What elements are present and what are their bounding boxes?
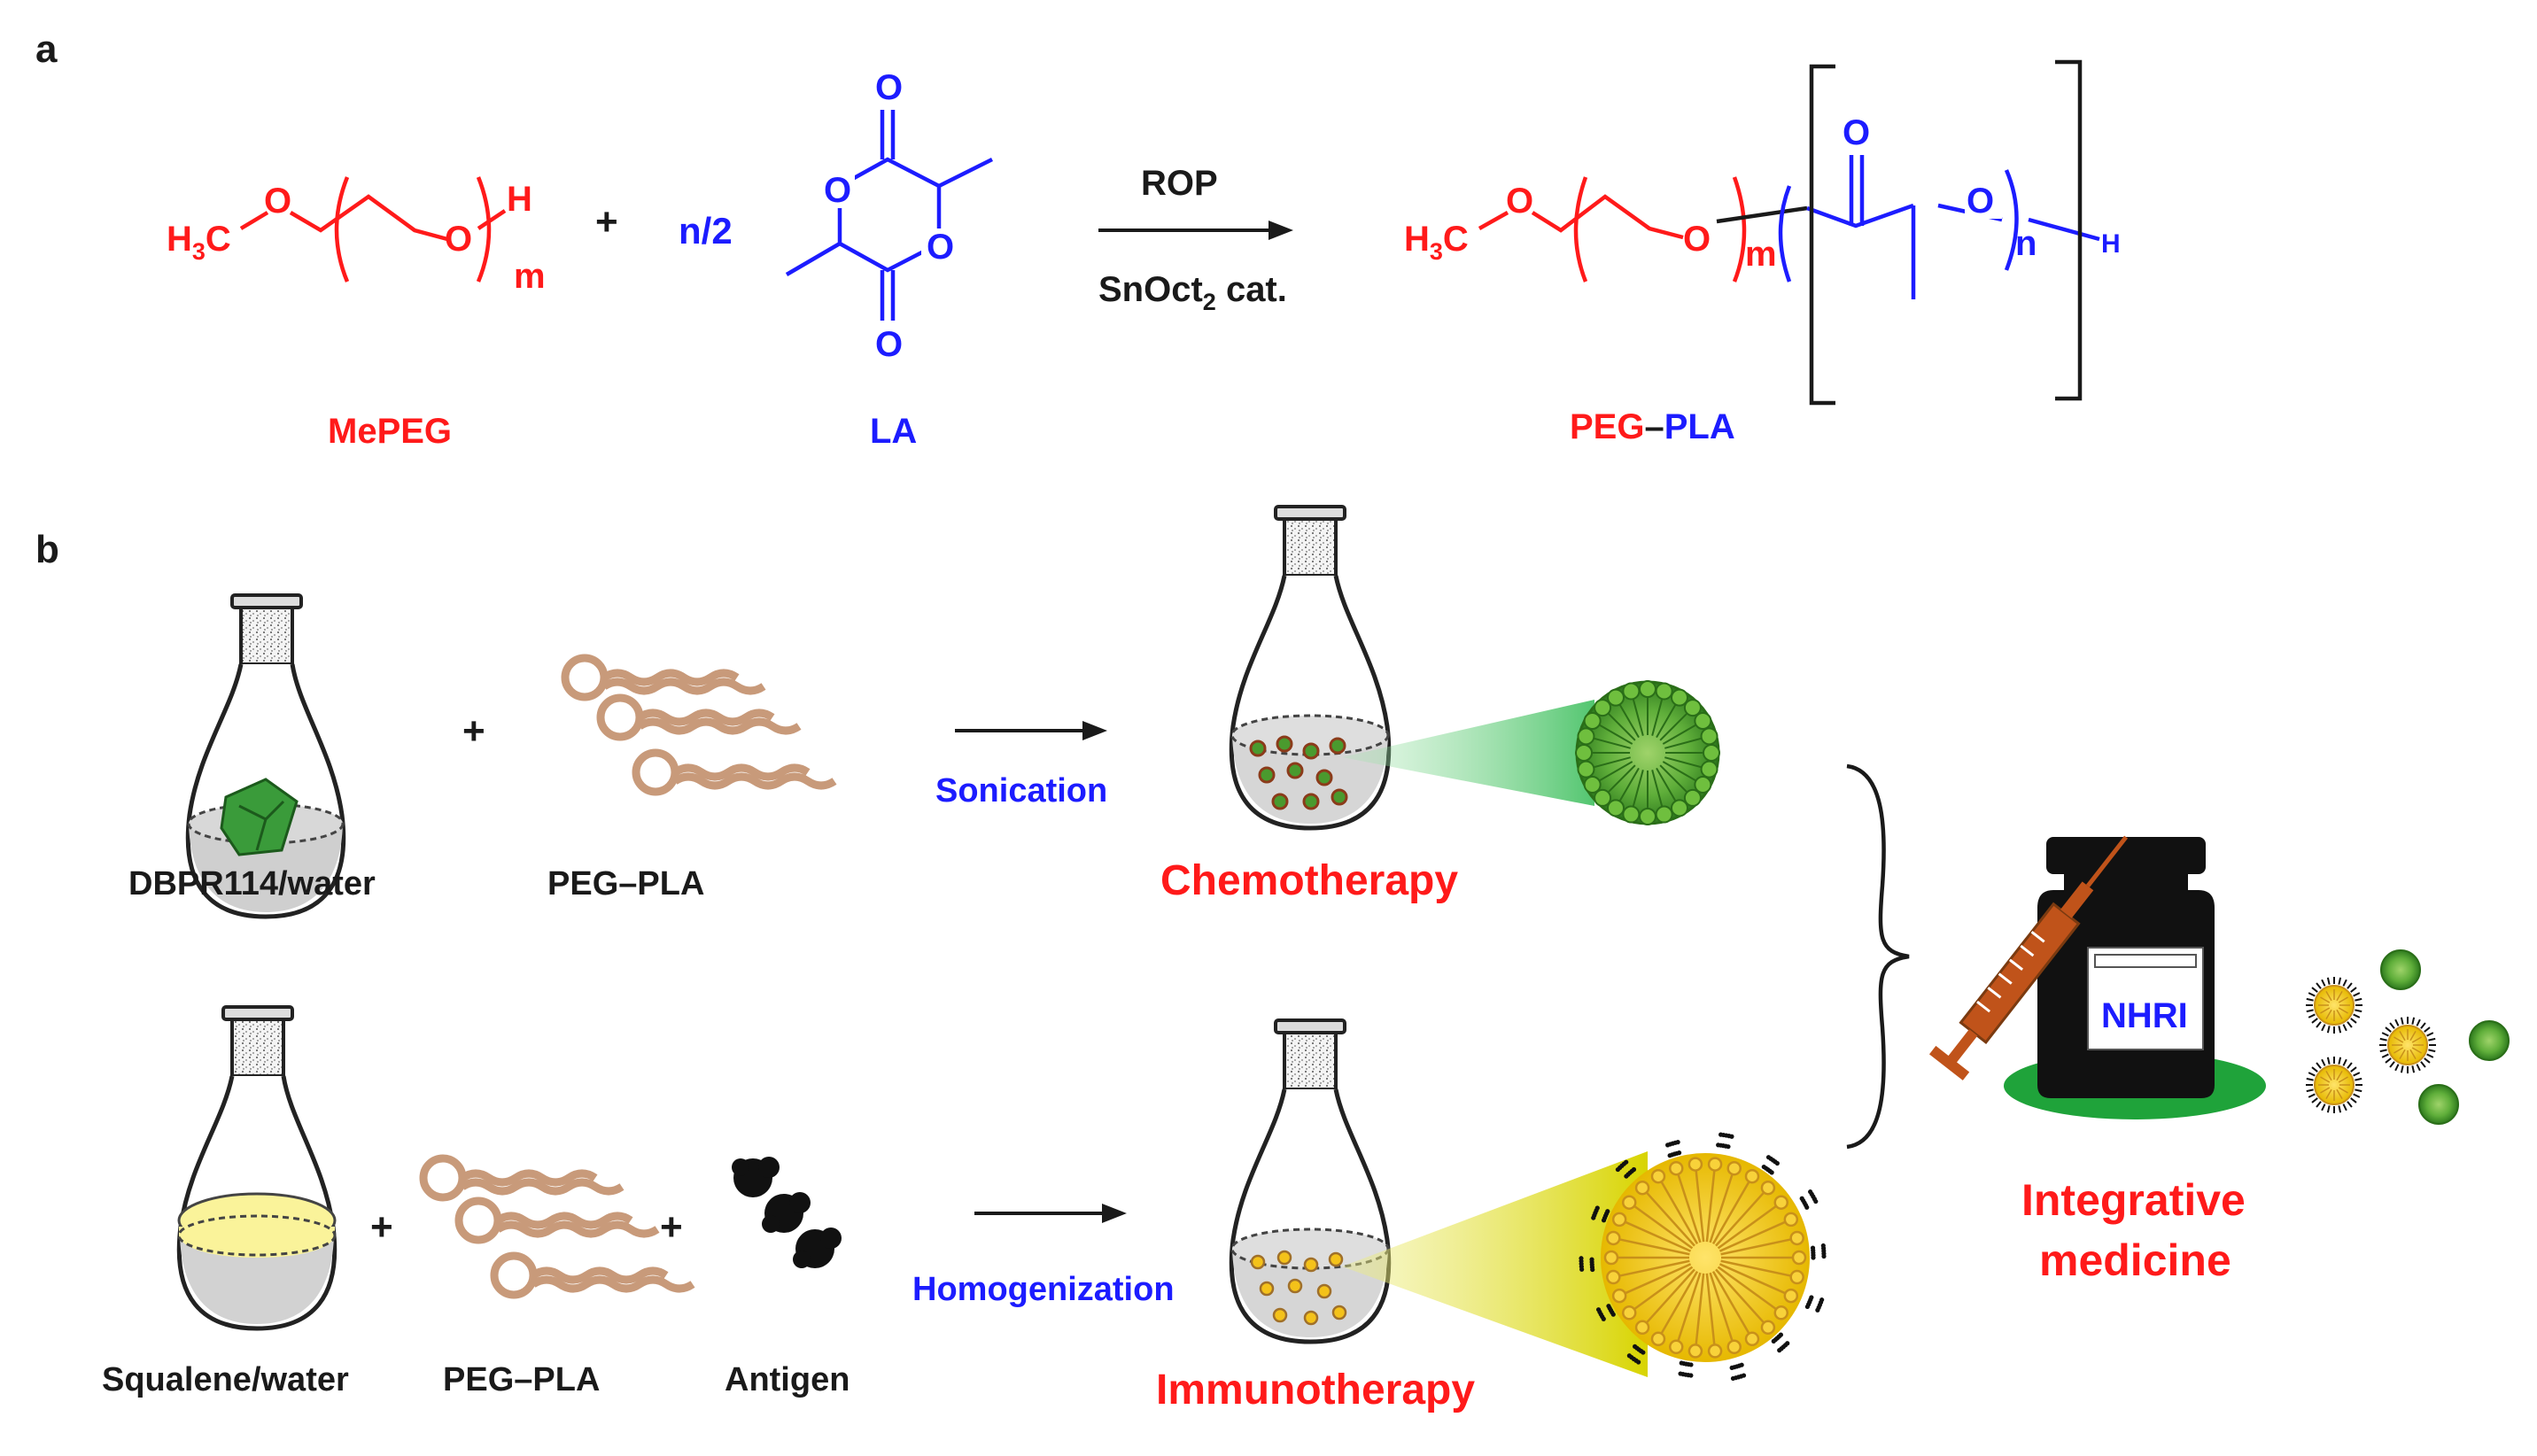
label-peg-pla-chemo: PEG–PLA bbox=[547, 865, 704, 902]
syringe-icon bbox=[1928, 835, 2129, 1080]
product-name: PEG–PLA bbox=[1570, 407, 1735, 446]
product-o2: O bbox=[1683, 220, 1711, 259]
curly-brace bbox=[1846, 763, 1910, 1150]
bottle-cap bbox=[2046, 837, 2206, 874]
product-n: n bbox=[2015, 224, 2037, 263]
mepeg-h: H bbox=[507, 180, 532, 219]
lactide-o-ring1: O bbox=[824, 171, 851, 210]
sonication-arrow bbox=[955, 721, 1107, 740]
mepeg-o1: O bbox=[264, 182, 291, 221]
plus-chemo: + bbox=[462, 709, 485, 753]
lactide-o-ring2: O bbox=[927, 228, 954, 267]
product-m: m bbox=[1745, 235, 1777, 274]
reaction-arrow: ROP SnOct2 cat. bbox=[1098, 164, 1293, 315]
label-dbpr114-water: DBPR114/water bbox=[128, 865, 376, 902]
label-peg-pla-immuno: PEG–PLA bbox=[443, 1361, 600, 1398]
product-h: H bbox=[2101, 229, 2121, 259]
peg-pla-product: H3C O O m O O n H PEG–PLA bbox=[1404, 59, 2121, 446]
mepeg-m: m bbox=[514, 257, 546, 296]
flask-dbpr114 bbox=[185, 593, 346, 919]
product-o1: O bbox=[1506, 182, 1533, 221]
lactide-o-bottom: O bbox=[875, 325, 903, 364]
flask-micelles bbox=[1229, 505, 1594, 831]
product-o-carbonyl: O bbox=[1843, 113, 1870, 152]
mepeg-o2: O bbox=[445, 220, 472, 259]
bottle-label-nhri: NHRI bbox=[2101, 996, 2188, 1035]
plus-immuno-2: + bbox=[660, 1205, 683, 1249]
product-o-chain: O bbox=[1967, 182, 1994, 221]
integrative-medicine-line2: medicine bbox=[2039, 1235, 2231, 1285]
nhri-bottle-group: NHRI bbox=[1928, 835, 2266, 1119]
micelle-dots bbox=[1249, 735, 1348, 810]
plus-immuno-1: + bbox=[370, 1205, 393, 1249]
product-h3c: H3C bbox=[1404, 220, 1469, 265]
label-homogenization: Homogenization bbox=[912, 1271, 1175, 1308]
lactide-structure: O O O O LA bbox=[785, 68, 994, 451]
flask-squalene bbox=[176, 1005, 337, 1331]
label-immunotherapy: Immunotherapy bbox=[1156, 1367, 1475, 1413]
label-sonication: Sonication bbox=[935, 772, 1107, 809]
emulsion-zoom bbox=[1579, 1132, 1827, 1382]
mepeg-structure: H3C O O H m MePEG bbox=[167, 176, 546, 451]
homogenization-arrow bbox=[974, 1204, 1127, 1223]
label-chemotherapy: Chemotherapy bbox=[1160, 857, 1458, 904]
nanoparticle-cluster bbox=[2306, 949, 2510, 1125]
flask-emulsion bbox=[1229, 1018, 1648, 1377]
arrow-label-catalyst: SnOct2 cat. bbox=[1098, 270, 1287, 315]
mepeg-name: MePEG bbox=[328, 412, 452, 451]
drug-crystals bbox=[220, 778, 299, 856]
label-squalene-water: Squalene/water bbox=[102, 1361, 349, 1398]
antigen-icon bbox=[732, 1157, 842, 1268]
integrative-medicine-line1: Integrative bbox=[2021, 1175, 2246, 1225]
arrow-label-rop: ROP bbox=[1141, 164, 1218, 203]
lactide-coefficient: n/2 bbox=[679, 210, 733, 252]
label-antigen: Antigen bbox=[725, 1361, 850, 1398]
panel-label-b: b bbox=[35, 528, 59, 571]
micelle-zoom bbox=[1575, 680, 1720, 825]
peg-pla-polymers-chemo bbox=[561, 654, 837, 796]
lactide-name: LA bbox=[870, 412, 917, 451]
lactide-o-top: O bbox=[875, 68, 903, 107]
peg-pla-polymers-immuno bbox=[419, 1154, 695, 1299]
emulsion-dots bbox=[1250, 1250, 1347, 1326]
panel-label-a: a bbox=[35, 27, 58, 71]
mepeg-h3c: H3C bbox=[167, 220, 231, 265]
plus-reactants: + bbox=[595, 200, 618, 244]
